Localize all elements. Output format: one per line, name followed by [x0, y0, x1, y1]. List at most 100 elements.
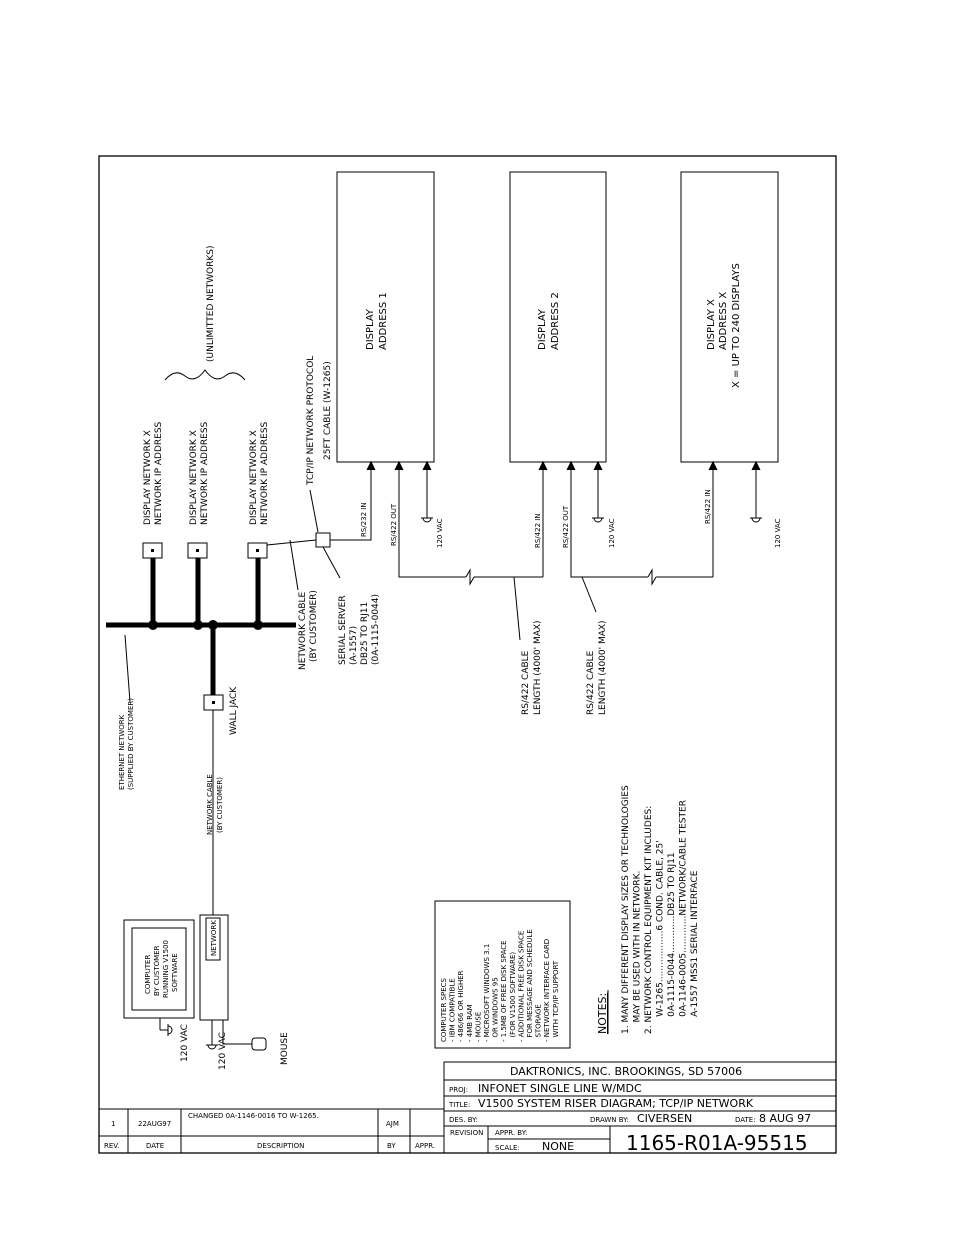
revision-label: REVISION — [450, 1129, 483, 1137]
computer-label-line1: COMPUTER — [144, 955, 152, 994]
wall-jack — [203, 694, 224, 711]
spec-line: FOR MESSAGE AND SCHEDULE — [526, 929, 534, 1042]
rs422-cable-1-line1: RS/422 CABLE — [521, 650, 531, 715]
vac-label-2: 120 VAC — [608, 518, 616, 548]
rs232-in-label: RS/232 IN — [360, 502, 368, 537]
network-cable-line2: (BY CUSTOMER) — [309, 590, 319, 662]
svg-text:DISPLAY X: DISPLAY X — [706, 299, 717, 350]
spec-line: - NETWORK INTERFACE CARD — [543, 939, 551, 1042]
ethernet-bus — [106, 558, 296, 695]
drawn-by-label: DRAWN BY: — [590, 1116, 629, 1124]
network-label-1-line1: DISPLAY NETWORK X — [143, 430, 153, 525]
rs422-cable-2-line1: RS/422 CABLE — [586, 650, 596, 715]
note-line: W-1265..................6 COND. CABLE, 2… — [656, 840, 666, 1034]
header-description: DESCRIPTION — [257, 1142, 304, 1150]
network-label-3-line2: NETWORK IP ADDRESS — [260, 421, 270, 525]
network-card-label: NETWORK — [210, 920, 218, 956]
company-text: DAKTRONICS, INC. BROOKINGS, SD 57006 — [510, 1065, 742, 1078]
note-line: 0A-1146-0005.............NETWORK/CABLE T… — [679, 800, 689, 1034]
ethernet-label-line2: (SUPPLIED BY CUSTOMER) — [127, 698, 135, 790]
note-line: MAY BE USED WITH IN NETWORK. — [633, 871, 643, 1034]
des-by-label: DES. BY: — [449, 1116, 478, 1124]
computer-label-line2: BY CUSTOMER — [153, 945, 161, 996]
svg-text:DISPLAY: DISPLAY — [537, 308, 548, 350]
unlimited-networks-label: (UNLIMITTED NETWORKS) — [206, 245, 216, 362]
header-appr: APPR. — [415, 1142, 435, 1150]
title-label: TITLE: — [448, 1101, 470, 1109]
network-jack-1 — [142, 542, 163, 559]
project-name: INFONET SINGLE LINE W/MDC — [478, 1082, 642, 1095]
scale-value: NONE — [542, 1140, 574, 1153]
specs-box — [434, 900, 571, 1049]
note-line: 0A-1115-0044.............DB25 TO RJ11 — [667, 852, 677, 1034]
appr-by-label: APPR. BY: — [495, 1129, 527, 1137]
svg-text:DISPLAY: DISPLAY — [365, 308, 376, 350]
spec-line: - 1.5MB OF FREE DISK SPACE — [500, 940, 508, 1042]
display-1: DISPLAY ADDRESS 1 — [336, 171, 435, 463]
header-rev: REV. — [104, 1142, 119, 1150]
rs422-leader-2 — [581, 576, 597, 613]
protocol-leader — [309, 489, 319, 533]
protocol-line1: TCP/IP NETWORK PROTOCOL — [306, 356, 316, 486]
computer-label-line4: SOFTWARE — [171, 953, 179, 992]
drawing-number: 1165-R01A-95515 — [626, 1131, 808, 1155]
spec-line: - 486/66 OR HIGHER — [457, 970, 465, 1042]
rs422-leader-1 — [513, 576, 521, 641]
ethernet-leader — [124, 634, 131, 703]
revision-by: AJM — [386, 1120, 399, 1128]
computer-label-line3: RUNNING V1500 — [162, 940, 170, 998]
rs422-out-label-1: RS/422 OUT — [390, 503, 398, 546]
rs422-cable-2-line2: LENGTH (4000' MAX) — [598, 620, 608, 715]
network-cable-small-line2: (BY CUSTOMER) — [216, 777, 224, 833]
spec-line: WITH TCP/IP SUPPORT — [552, 960, 560, 1042]
spec-line: - 4MB RAM — [466, 1004, 474, 1042]
spec-line: - ADDITIONAL FREE DISK SPACE — [517, 931, 525, 1042]
serial-server-line3: DB25 TO RJ11 — [360, 602, 370, 665]
note-line: 2. NETWORK CONTROL EQUIPMENT KIT INCLUDE… — [644, 806, 654, 1034]
revision-rev: 1 — [111, 1120, 115, 1128]
header-by: BY — [387, 1142, 396, 1150]
rs422-out-label-2: RS/422 OUT — [562, 505, 570, 548]
wall-jack-label: WALL JACK — [229, 686, 239, 735]
network-label-2-line1: DISPLAY NETWORK X — [189, 430, 199, 525]
header-date: DATE — [146, 1142, 164, 1150]
unlimited-brace — [164, 369, 246, 381]
display-x: DISPLAY X ADDRESS X X = UP TO 240 DISPLA… — [680, 171, 779, 463]
serial-server-line1: SERIAL SERVER — [338, 595, 348, 665]
display-2-connections — [566, 460, 718, 586]
display-2: DISPLAY ADDRESS 2 — [509, 171, 607, 463]
svg-text:ADDRESS 2: ADDRESS 2 — [550, 292, 561, 350]
ethernet-label-line1: ETHERNET NETWORK — [118, 714, 126, 790]
revision-table — [98, 1108, 445, 1154]
note-line: 1. MANY DIFFERENT DISPLAY SIZES OR TECHN… — [621, 785, 631, 1034]
tower-vac-label: 120 VAC — [218, 1032, 228, 1070]
title-block — [443, 1061, 837, 1154]
drawn-by-value: CIVERSEN — [637, 1112, 692, 1125]
serial-server-line2: (A-1557) — [349, 626, 359, 665]
serial-server-line4: (0A-1115-0044) — [371, 594, 381, 665]
network-label-1-line2: NETWORK IP ADDRESS — [154, 421, 164, 525]
display-1-connections — [330, 460, 548, 586]
rs422-in-label-x: RS/422 IN — [704, 489, 712, 524]
revision-date: 22AUG97 — [138, 1120, 171, 1128]
display-x-connections — [750, 460, 762, 523]
network-cable-small-line1: NETWORK CABLE — [206, 774, 214, 835]
svg-text:ADDRESS X: ADDRESS X — [718, 292, 729, 350]
spec-line: OR WINDOWS 95 — [492, 977, 500, 1042]
date-label: DATE: — [735, 1116, 756, 1124]
network-jack-2 — [187, 542, 208, 559]
svg-text:ADDRESS 1: ADDRESS 1 — [378, 292, 389, 350]
spec-line: (FOR V1500 SOFTWARE) — [509, 952, 517, 1042]
scale-label: SCALE: — [495, 1144, 520, 1152]
spec-line: - IBM COMPATIBLE — [449, 978, 457, 1042]
network-label-3-line1: DISPLAY NETWORK X — [249, 430, 259, 525]
note-line: A-1557 MSS1 SERIAL INTERFACE — [690, 870, 700, 1034]
network-cable-line1: NETWORK CABLE — [298, 591, 308, 670]
spec-line: COMPUTER SPECS — [440, 977, 448, 1042]
spec-line: - MOUSE — [474, 1012, 482, 1042]
date-value: 8 AUG 97 — [759, 1112, 811, 1125]
network-jack-3 — [247, 542, 268, 559]
protocol-line2: 25FT CABLE (W-1265) — [323, 361, 333, 460]
drawing-title: V1500 SYSTEM RISER DIAGRAM; TCP/IP NETWO… — [478, 1097, 754, 1110]
